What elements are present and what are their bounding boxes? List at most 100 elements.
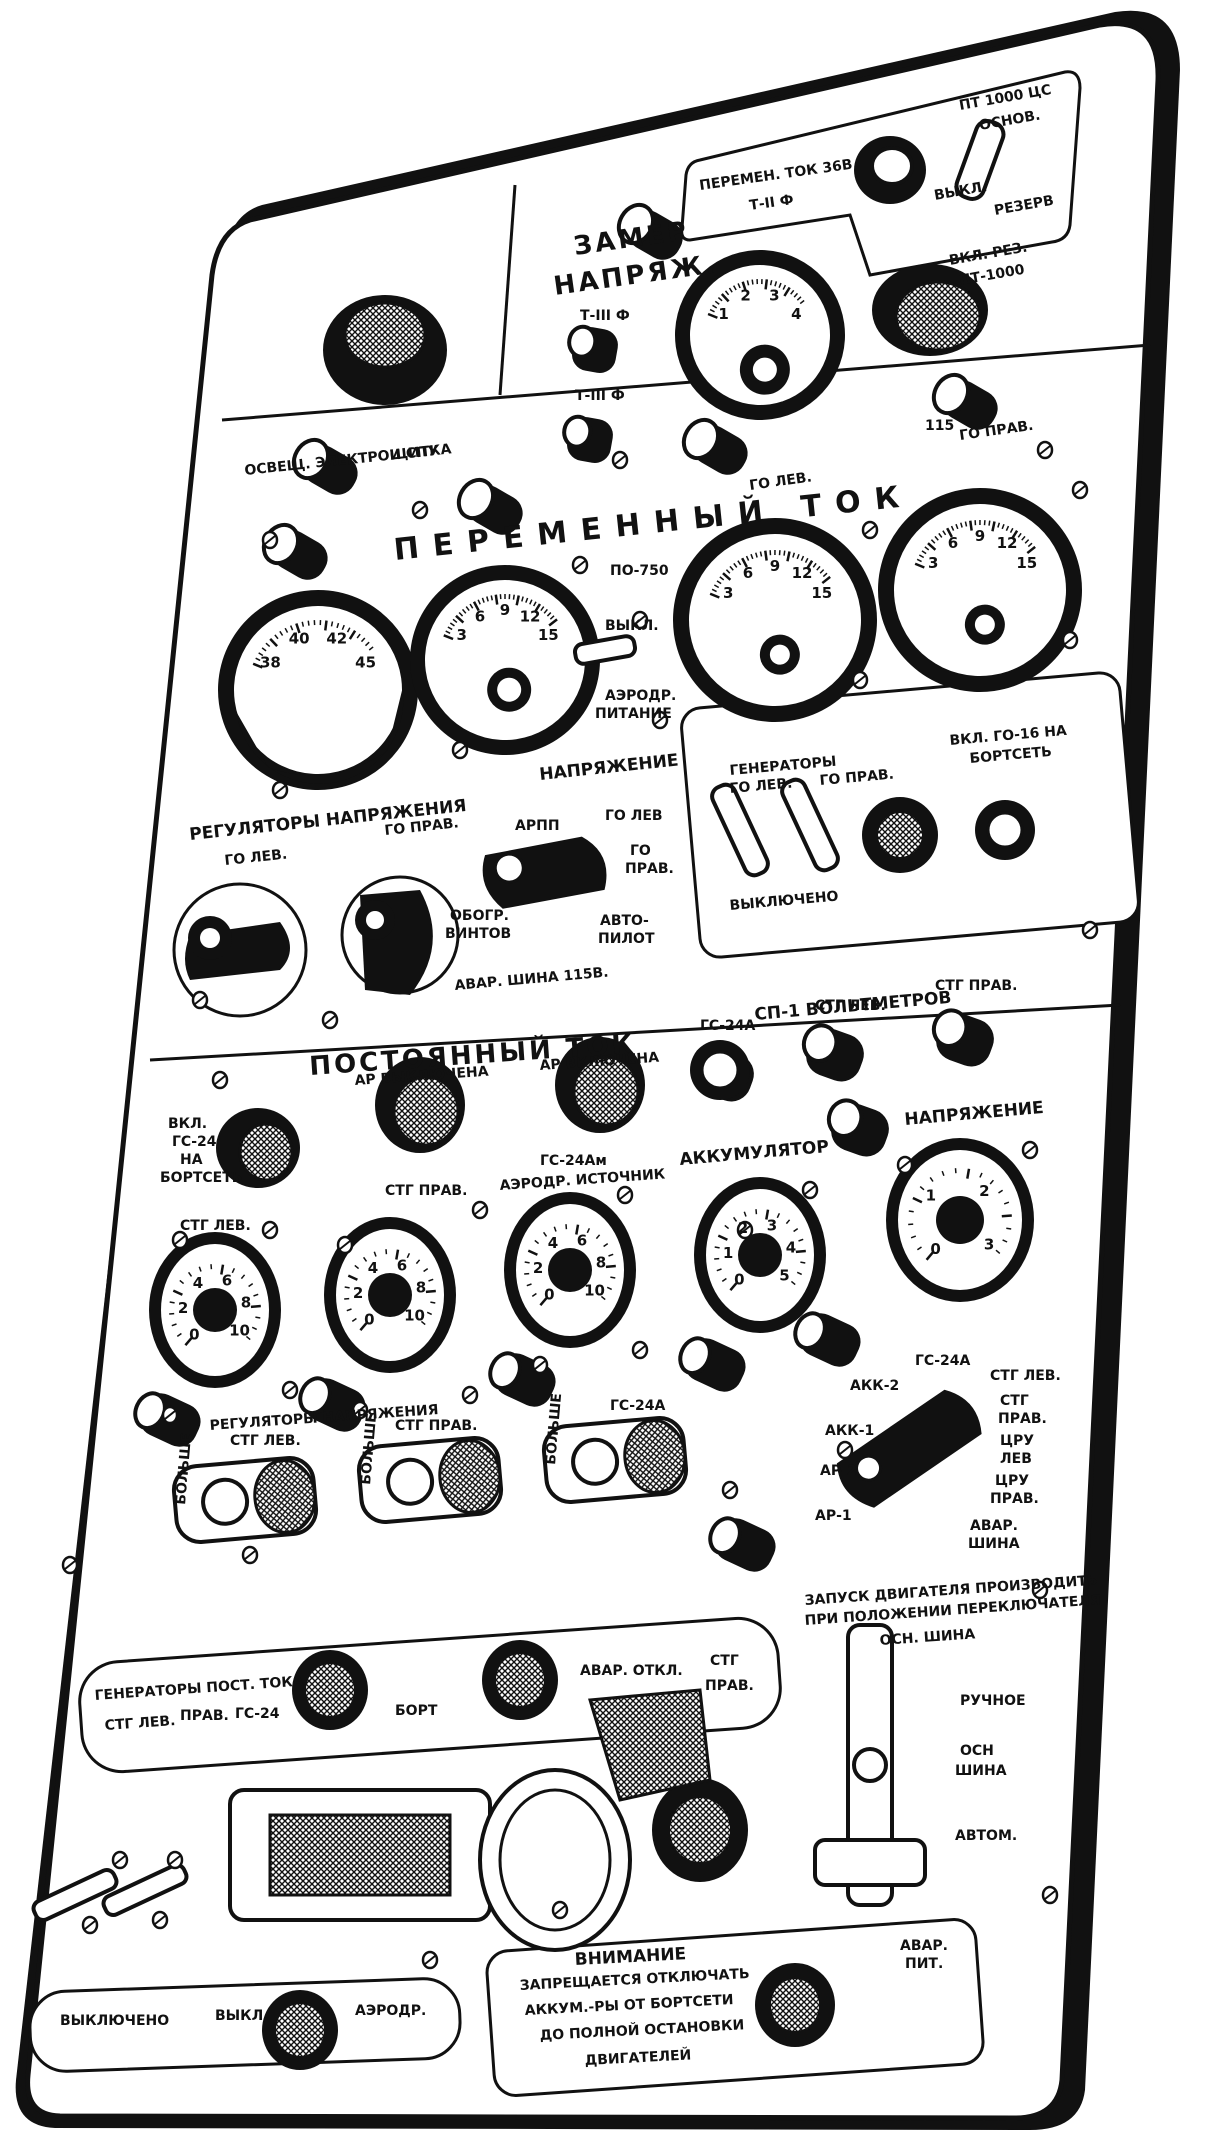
meter-scale-label: 12 (997, 534, 1018, 552)
screw (338, 1237, 352, 1253)
screw (1038, 442, 1052, 458)
screw (323, 1012, 337, 1028)
label-aerodr-2: ПИТАНИЕ (595, 706, 672, 722)
label-prav-sw: ПРАВ. (998, 1411, 1047, 1427)
screw (163, 1407, 177, 1423)
screw (263, 532, 277, 548)
push-button-avar-pit[interactable] (755, 1963, 835, 2047)
label-avar-otkl: АВАР. ОТКЛ. (580, 1663, 683, 1679)
push-button-aerodr[interactable] (262, 1990, 338, 2070)
meter-scale-label: 15 (1016, 554, 1037, 572)
label-gs24a-sw: ГС-24А (915, 1353, 970, 1369)
meter-scale-label: 6 (397, 1256, 407, 1274)
meter-tick (761, 279, 762, 284)
meter-tick (491, 595, 492, 600)
meter-tick (800, 1262, 805, 1263)
regulator-gs24a[interactable] (542, 1416, 688, 1504)
meter-tick (1002, 1216, 1012, 1217)
meter-scale-label: 10 (229, 1322, 250, 1340)
screw (263, 1222, 277, 1238)
meter-tick (345, 1287, 350, 1288)
label-avtom: АВТОМ. (955, 1828, 1017, 1844)
meter-scale-label: 1 (926, 1187, 936, 1205)
label-avto-2: ПИЛОТ (598, 931, 655, 947)
meter-tick (500, 594, 501, 599)
label-avar-1: АВАР. (970, 1518, 1018, 1534)
label-sw-go-prav-1: ГО (630, 843, 651, 859)
meter-scale-label: 6 (222, 1271, 232, 1289)
meter-tick (308, 621, 309, 626)
label-akk2: АКК-2 (850, 1378, 899, 1394)
meter-tick (752, 280, 753, 285)
meter-tick (970, 521, 971, 531)
meter-tick (426, 1291, 436, 1292)
meter-scale-label: 45 (355, 654, 376, 672)
screw (273, 782, 287, 798)
screw (1043, 1887, 1057, 1903)
screw (168, 1852, 182, 1868)
label-reg-stg-prav: СТГ ПРАВ. (395, 1418, 477, 1434)
label-phase3: Т-III Ф (580, 308, 630, 324)
meter-tick (757, 279, 758, 284)
screw (613, 452, 627, 468)
meter-tick (251, 1306, 261, 1307)
meter-scale-label: 4 (786, 1238, 796, 1256)
screw (113, 1852, 127, 1868)
label-vkl-gs-3: НА (180, 1152, 203, 1168)
push-button-go16[interactable] (975, 800, 1035, 860)
meter-scale-label: 0 (544, 1286, 554, 1304)
screw (453, 742, 467, 758)
screw (193, 992, 207, 1008)
meter-scale-label: 3 (984, 1235, 994, 1253)
meter-tick (255, 1317, 260, 1318)
meter-scale-label: 6 (948, 534, 958, 552)
big-cap-bottom[interactable] (652, 1778, 748, 1882)
label-cru-prav-2: ПРАВ. (990, 1491, 1039, 1507)
label-akk1: АКК-1 (825, 1423, 874, 1439)
screw (633, 1342, 647, 1358)
label-avar-pit-1: АВАР. (900, 1938, 948, 1954)
meter-dc-stg-lev (149, 1232, 281, 1388)
label-bort: БОРТ (395, 1703, 438, 1719)
screw (533, 1357, 547, 1373)
label-ar1: АР-1 (815, 1508, 852, 1524)
meter-scale-label: 10 (584, 1282, 605, 1300)
label-arpp: АРПП (515, 818, 560, 834)
label-ruchnoe: РУЧНОЕ (960, 1693, 1026, 1709)
meter-tick (430, 1302, 435, 1303)
push-button-left[interactable] (292, 1650, 368, 1730)
meter-tick (975, 520, 976, 525)
push-button-gen[interactable] (862, 797, 938, 873)
meter-scale-label: 15 (811, 584, 832, 602)
rotary-go-prav[interactable] (342, 877, 458, 995)
lighting-knob[interactable] (323, 295, 447, 405)
meter-scale-label: 8 (596, 1253, 606, 1271)
knurled-knob-ac36[interactable] (854, 136, 926, 204)
label-stg-prav-top: СТГ ПРАВ. (935, 978, 1017, 994)
meter-scale-label: 40 (289, 629, 310, 647)
meter-tick (320, 620, 322, 625)
meter-scale-label: 6 (577, 1231, 587, 1249)
regulator-stg-prav[interactable] (357, 1436, 503, 1524)
meter-scale-label: 2 (740, 287, 750, 305)
screw (1023, 1142, 1037, 1158)
label-stg-prav-b2: ПРАВ. (705, 1678, 754, 1694)
regulator-stg-lev[interactable] (172, 1456, 318, 1544)
meter-scale-label: 42 (326, 629, 347, 647)
meter-tick (525, 1262, 530, 1263)
meter-scale-label: 2 (353, 1284, 363, 1302)
label-aerodr-1: АЭРОДР. (605, 688, 676, 704)
screw (413, 502, 427, 518)
label-stg-prav-dc: СТГ ПРАВ. (385, 1183, 467, 1199)
meter-scale-label: 2 (738, 1219, 748, 1237)
push-button-mid[interactable] (482, 1640, 558, 1720)
meter-tick (606, 1266, 616, 1267)
socket[interactable] (690, 1040, 750, 1100)
label-stg-lev-top: СТГ ЛЕВ. (815, 998, 886, 1014)
label-stg-lev-dc: СТГ ЛЕВ. (180, 1218, 251, 1234)
meter-tick (765, 551, 766, 561)
screw (898, 1157, 912, 1173)
meter-scale-label: 0 (734, 1271, 744, 1289)
meter-scale-label: 10 (404, 1307, 425, 1325)
meter-scale-label: 9 (770, 557, 780, 575)
